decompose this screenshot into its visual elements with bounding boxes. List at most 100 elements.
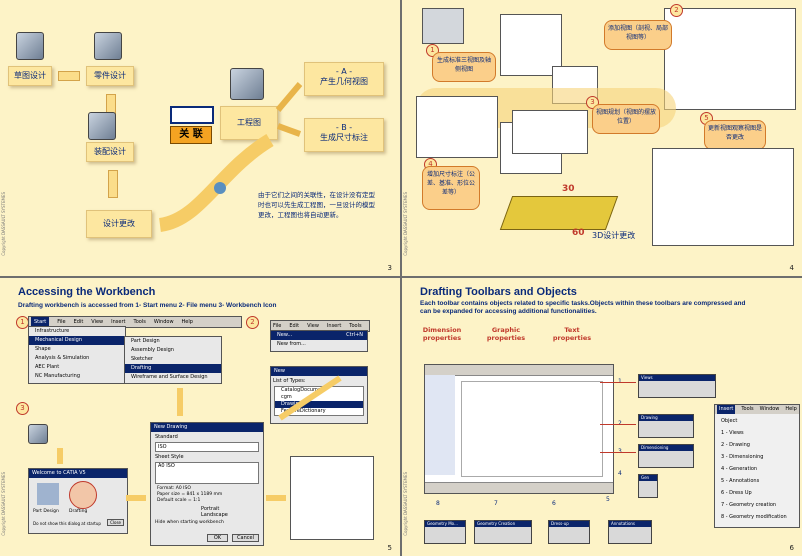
menu-insert[interactable]: Insert — [111, 319, 126, 325]
portrait-radio[interactable]: Portrait — [201, 506, 220, 512]
slide-3: Accessing the Workbench Drafting workben… — [0, 278, 400, 556]
welcome-check[interactable]: Do not show this dialog at startup — [33, 521, 101, 526]
type-item[interactable]: cgm — [281, 394, 292, 400]
sheet-style-list[interactable]: A0 ISO — [155, 462, 259, 484]
type-list[interactable]: CatalogDocument cgm Drawing FeatureDicti… — [274, 386, 364, 416]
menu-file[interactable]: File — [57, 319, 66, 325]
menu-window[interactable]: Window — [759, 406, 780, 412]
start-item-analysis[interactable]: Analysis & Simulation — [35, 355, 90, 361]
toolbar-views-title: Views — [639, 375, 715, 381]
toolbar-dress-up[interactable]: Dress-up — [548, 520, 590, 544]
sketch-design-box: 草图设计 — [8, 66, 52, 86]
toolbar-annotations-title: Annotations — [609, 521, 651, 527]
sketch-icon — [16, 32, 44, 60]
type-item[interactable]: Drawing — [275, 401, 363, 408]
copyright: Copyright DASSAULT SYSTEMES — [403, 192, 408, 256]
cancel-button[interactable]: Cancel — [232, 534, 259, 542]
start-menubar: Start File Edit View Insert Tools Window… — [28, 316, 242, 328]
sheet-style-label: Sheet Style — [155, 454, 184, 460]
part-design-icon[interactable] — [37, 483, 59, 505]
menu-tools[interactable]: Tools — [133, 319, 146, 325]
callout-4: 增加尺寸标注（公差、基准、形位公差等） — [422, 166, 480, 210]
toolbar-dimensioning[interactable]: Dimensioning — [638, 444, 694, 468]
type-item[interactable]: FeatureDictionary — [281, 408, 326, 414]
menu-tools[interactable]: Tools — [741, 406, 754, 412]
insert-item-geometry-creation[interactable]: 7 - Geometry creation — [721, 502, 777, 508]
start-item-infrastructure[interactable]: Infrastructure — [35, 328, 70, 334]
toolbar-generation[interactable]: Gen — [638, 474, 658, 498]
start-item-nc[interactable]: NC Manufacturing — [35, 373, 81, 379]
sub-item-assembly[interactable]: Assembly Design — [131, 347, 174, 353]
insert-item-dress-up[interactable]: 6 - Dress Up — [721, 490, 752, 496]
menu-window[interactable]: Window — [153, 319, 174, 325]
type-item[interactable]: CatalogDocument — [281, 387, 327, 393]
welcome-dialog: Welcome to CATIA V5 Part Design Drafting… — [28, 468, 128, 534]
workbench-icon[interactable] — [28, 424, 48, 444]
drafting-icon[interactable] — [69, 481, 97, 509]
toolbar-geometry-creation-title: Geometry Creation — [475, 521, 531, 527]
toolbar-annotations[interactable]: Annotations — [608, 520, 652, 544]
sheet-style-value[interactable]: A0 ISO — [158, 463, 175, 469]
close-button[interactable]: Close — [107, 519, 124, 526]
slide-title: Accessing the Workbench — [18, 286, 156, 298]
file-item-new[interactable]: New...Ctrl+N — [271, 331, 367, 340]
blank-drawing — [290, 456, 374, 540]
properties-toolbar[interactable] — [425, 365, 613, 376]
toolbar-drawing[interactable]: Drawing — [638, 414, 694, 438]
callout-2: 添加视图（剖视、局部视图等） — [604, 20, 672, 50]
insert-item-object[interactable]: Object — [721, 418, 738, 424]
insert-item-drawing[interactable]: 2 - Drawing — [721, 442, 750, 448]
menu-edit[interactable]: Edit — [73, 319, 84, 325]
toolbar-views[interactable]: Views — [638, 374, 716, 398]
ok-button[interactable]: OK — [206, 534, 229, 542]
bottom-toolbar[interactable] — [425, 482, 613, 493]
menu-help[interactable]: Help — [785, 406, 797, 412]
drawing-box: 工程图 — [220, 106, 278, 140]
callout-5: 更新视图观察视图是否更改 — [704, 120, 766, 150]
slide-2: 1 生成标准三视图及轴侧视图 2 添加视图（剖视、局部视图等） 3 视图规划（视… — [402, 0, 802, 276]
new-drawing-dialog: New Drawing Standard ISO Sheet Style A0 … — [150, 422, 264, 546]
landscape-radio[interactable]: Landscape — [201, 512, 228, 518]
file-menu-insert[interactable]: Insert — [326, 323, 342, 329]
toolbar-dimensioning-title: Dimensioning — [639, 445, 693, 451]
menu-help[interactable]: Help — [181, 319, 193, 325]
menu-start[interactable]: Start — [31, 317, 50, 327]
file-menu-tools[interactable]: Tools — [349, 323, 362, 329]
menu-view[interactable]: View — [91, 319, 104, 325]
start-item-aec[interactable]: AEC Plant — [35, 364, 60, 370]
start-item-mechanical[interactable]: Mechanical Design — [29, 336, 125, 345]
step-number-2: 2 — [246, 316, 259, 329]
file-menu-view[interactable]: View — [307, 323, 319, 329]
standard-select[interactable]: ISO — [155, 442, 259, 452]
toolbar-geometry-mod[interactable]: Geometry Mo... — [424, 520, 466, 544]
spec-tree[interactable] — [425, 375, 455, 475]
file-menu-file[interactable]: File — [273, 323, 282, 329]
hide-checkbox[interactable]: Hide when starting workbench — [155, 520, 224, 525]
menu-insert[interactable]: Insert — [717, 405, 736, 414]
double-arrow-icon — [58, 71, 80, 81]
geometry-view-box: - A - 产生几何视图 — [304, 62, 384, 96]
sub-item-wireframe[interactable]: Wireframe and Surface Design — [131, 374, 208, 380]
part-design-box: 零件设计 — [86, 66, 134, 86]
right-arrow-icon — [170, 106, 214, 124]
slide-title: Drafting Toolbars and Objects — [420, 286, 577, 298]
insert-item-annotations[interactable]: 5 - Annotations — [721, 478, 760, 484]
toolbar-geometry-creation[interactable]: Geometry Creation — [474, 520, 532, 544]
standard-label: Standard — [155, 434, 178, 440]
sub-item-drafting[interactable]: Drafting — [125, 364, 221, 373]
insert-item-views[interactable]: 1 - Views — [721, 430, 744, 436]
start-item-shape[interactable]: Shape — [35, 346, 51, 352]
page-number: 4 — [789, 264, 794, 272]
sub-item-sketcher[interactable]: Sketcher — [131, 356, 153, 362]
num-5: 5 — [606, 496, 610, 503]
final-drawing — [652, 148, 794, 246]
format-text: Format: A0 ISO — [157, 486, 191, 491]
insert-item-geometry-mod[interactable]: 8 - Geometry modification — [721, 514, 787, 520]
file-menu-edit[interactable]: Edit — [289, 323, 300, 329]
insert-item-dimensioning[interactable]: 3 - Dimensioning — [721, 454, 764, 460]
sub-item-part[interactable]: Part Design — [131, 338, 160, 344]
file-item-new-from[interactable]: New from... — [277, 341, 306, 347]
down-arrow-icon — [108, 170, 118, 198]
insert-item-generation[interactable]: 4 - Generation — [721, 466, 758, 472]
callout-1: 生成标准三视图及轴侧视图 — [432, 52, 496, 82]
